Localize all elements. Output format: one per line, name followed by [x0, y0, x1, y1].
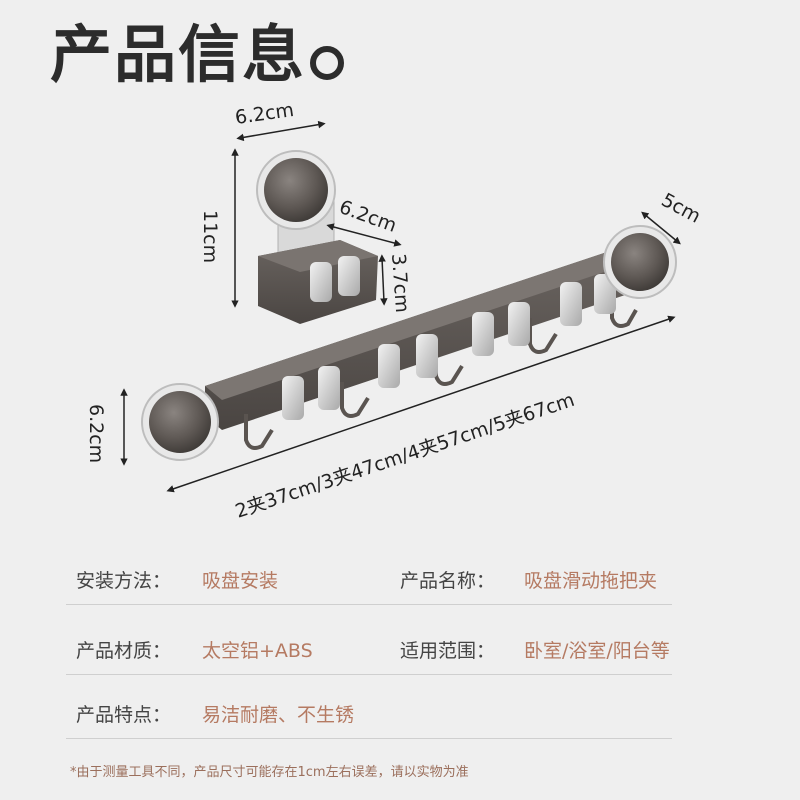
scope-key: 适用范围：: [400, 640, 496, 662]
features-value: 易洁耐磨、不生锈: [202, 704, 355, 726]
material-value: 太空铝+ABS: [202, 640, 313, 662]
bar-height-label: 6.2cm: [85, 404, 107, 463]
single-clip-holder: [256, 150, 378, 324]
product-illustration: 6.2cm 11cm 6.2cm 3.7cm 2夹37cm/3夹47cm/4夹5…: [85, 99, 705, 523]
material-key: 产品材质：: [76, 640, 172, 662]
product-name-key: 产品名称：: [400, 570, 496, 592]
install-method-value: 吸盘安装: [202, 570, 279, 592]
spec-row-1: 安装方法： 吸盘安装 产品名称： 吸盘滑动拖把夹: [66, 552, 672, 605]
page-title: 产品信息: [50, 4, 345, 94]
title-period-mark: [310, 46, 345, 80]
spec-row-3: 产品特点： 易洁耐磨、不生锈: [66, 686, 672, 739]
small-clip-height-label: 3.7cm: [387, 253, 413, 314]
product-name-value: 吸盘滑动拖把夹: [524, 570, 658, 592]
small-height-label: 11cm: [199, 210, 221, 263]
spec-row-2: 产品材质： 太空铝+ABS 适用范围： 卧室/浴室/阳台等: [66, 622, 672, 675]
small-width-label: 6.2cm: [234, 99, 296, 129]
install-method-key: 安装方法：: [76, 570, 172, 592]
scope-value: 卧室/浴室/阳台等: [524, 640, 670, 662]
measurement-note: *由于测量工具不同，产品尺寸可能存在1cm左右误差，请以实物为准: [70, 765, 469, 780]
features-key: 产品特点：: [76, 704, 172, 726]
bar-depth-label: 5cm: [658, 189, 705, 228]
